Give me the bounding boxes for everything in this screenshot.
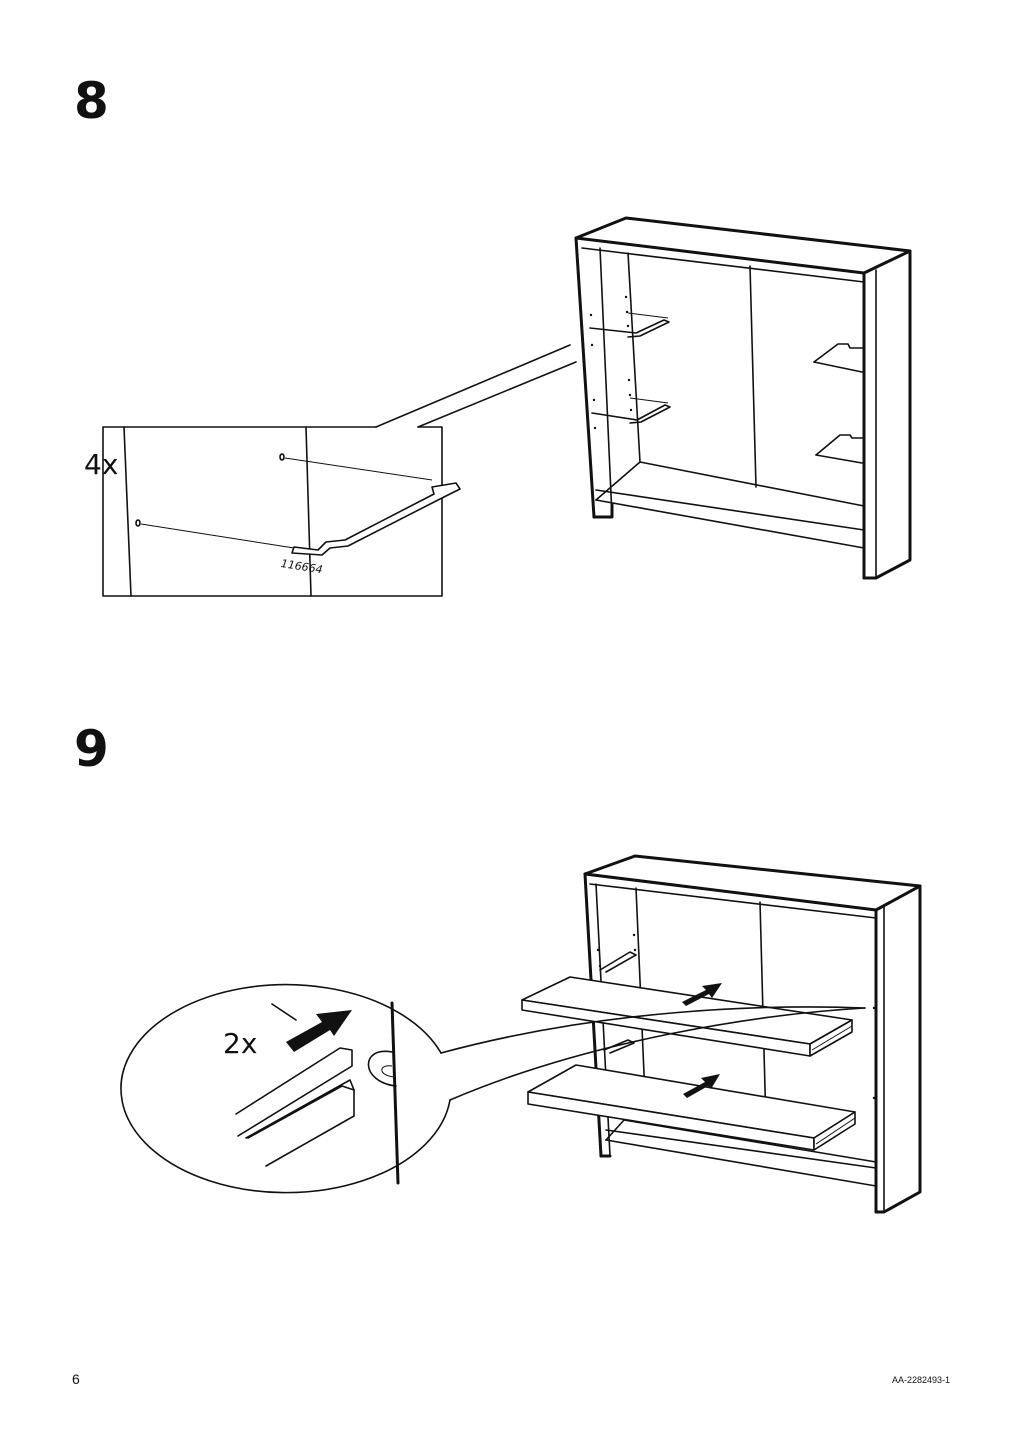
cabinet-step-8 <box>574 216 912 580</box>
page-number: 6 <box>72 1371 80 1387</box>
detail-box-step-8 <box>102 344 577 597</box>
quantity-label-step-9: 2x <box>223 1027 258 1060</box>
cabinet-step-9 <box>521 854 922 1214</box>
quantity-label-step-8: 4x <box>84 448 119 481</box>
document-id: AA-2282493-1 <box>891 1375 950 1385</box>
step-9-number: 9 <box>74 720 109 778</box>
step-8-number: 8 <box>74 72 109 130</box>
detail-circle-step-9 <box>120 983 866 1194</box>
